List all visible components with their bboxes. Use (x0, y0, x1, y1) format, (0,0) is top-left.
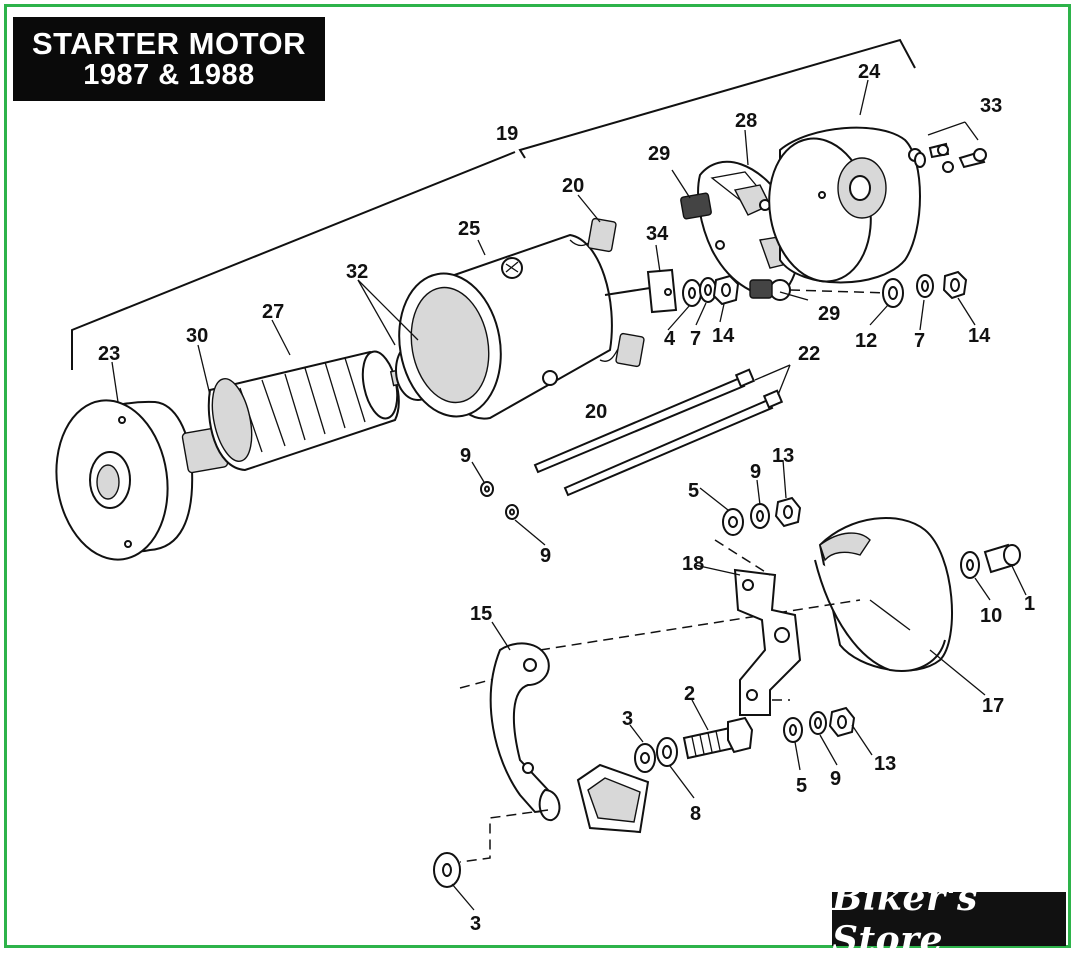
callout-3-upper: 3 (622, 708, 633, 730)
assembly-centerline-washer (459, 809, 549, 863)
part-1-screw (983, 543, 1021, 574)
callout-2: 2 (684, 683, 695, 705)
callout-13-upper: 13 (772, 445, 794, 467)
part-2-bolt (682, 716, 754, 760)
callout-14-right: 14 (968, 325, 991, 347)
callout-9-c: 9 (750, 461, 761, 483)
part-9-washer-lower (505, 504, 519, 520)
part-3-washer-upper (634, 743, 656, 773)
part-29-brush-lower (749, 279, 773, 299)
part-24-commutator-end-cover (768, 126, 922, 284)
callout-14-left: 14 (712, 325, 735, 347)
part-14-nut-right (942, 270, 968, 300)
part-15-mounting-strap (489, 642, 561, 822)
callout-7-left: 7 (690, 328, 701, 350)
part-25-field-frame (398, 233, 613, 420)
part-13-nut-upper (774, 496, 802, 528)
part-34-terminal-plate (604, 268, 678, 314)
part-5-washer-upper (722, 508, 744, 536)
assembly-centerline-bracket (539, 599, 861, 651)
part-12-star-washer (882, 278, 904, 308)
callout-1: 1 (1024, 593, 1035, 615)
callout-20-lower: 20 (585, 401, 607, 423)
callout-33: 33 (980, 95, 1002, 117)
part-20-brush-lead-lower (599, 332, 645, 368)
callout-4: 4 (664, 328, 676, 350)
part-4-washer (682, 279, 702, 307)
callout-23: 23 (98, 343, 120, 365)
part-9-lockwasher-upper (750, 503, 770, 529)
part-8-lockwasher (656, 737, 678, 767)
part-20-brush-lead-upper (569, 217, 617, 253)
callout-17: 17 (982, 695, 1004, 717)
callout-9-d: 9 (830, 768, 841, 790)
bikers-store-watermark: Biker's Store (832, 877, 1066, 961)
part-17-cover-band (814, 517, 953, 672)
callout-29-upper: 29 (648, 143, 670, 165)
callout-25: 25 (458, 218, 480, 240)
leader-lines (111, 79, 1027, 911)
callout-34: 34 (646, 223, 669, 245)
callout-5-lower: 5 (796, 775, 807, 797)
part-5-washer-lower (783, 717, 803, 743)
part-18-mounting-bracket (714, 539, 802, 716)
part-9-washer-upper (480, 481, 494, 497)
callout-3-lower: 3 (470, 913, 481, 935)
callout-19: 19 (496, 123, 518, 145)
callout-13-lower: 13 (874, 753, 896, 775)
saddle-clip (576, 763, 650, 834)
part-10-star-washer (960, 551, 980, 579)
callout-28: 28 (735, 110, 757, 132)
callout-8: 8 (690, 803, 701, 825)
part-3-washer-lower (433, 852, 461, 888)
callout-10: 10 (980, 605, 1002, 627)
callout-32: 32 (346, 261, 368, 283)
part-22-through-bolts (533, 368, 784, 497)
callout-9-b: 9 (540, 545, 551, 567)
callout-22: 22 (798, 343, 820, 365)
callout-15: 15 (470, 603, 492, 625)
callout-9-a: 9 (460, 445, 471, 467)
callout-27: 27 (262, 301, 284, 323)
callout-30: 30 (186, 325, 208, 347)
diagram-title: STARTER MOTOR 1987 & 1988 (13, 17, 325, 101)
assembly-bracket-19 (71, 38, 916, 370)
part-13-nut-lower (828, 706, 856, 738)
part-7-lockwasher-right (916, 274, 934, 298)
part-33-screws (914, 121, 987, 173)
part-9-lockwasher-lower (809, 711, 827, 735)
title-line-2: 1987 & 1988 (83, 59, 255, 92)
title-line-1: STARTER MOTOR (31, 25, 306, 61)
callout-12: 12 (855, 330, 877, 352)
part-23-drive-end-cover (55, 399, 194, 561)
part-7-lockwasher (699, 277, 717, 303)
callout-29-lower: 29 (818, 303, 840, 325)
callout-5-upper: 5 (688, 480, 699, 502)
callout-20-upper: 20 (562, 175, 584, 197)
callout-18: 18 (682, 553, 704, 575)
callout-24: 24 (858, 61, 881, 83)
part-29-brush-upper (680, 192, 712, 220)
assembly-centerline-brush (789, 289, 891, 294)
part-27-armature (181, 350, 416, 474)
callout-7-right: 7 (914, 330, 925, 352)
